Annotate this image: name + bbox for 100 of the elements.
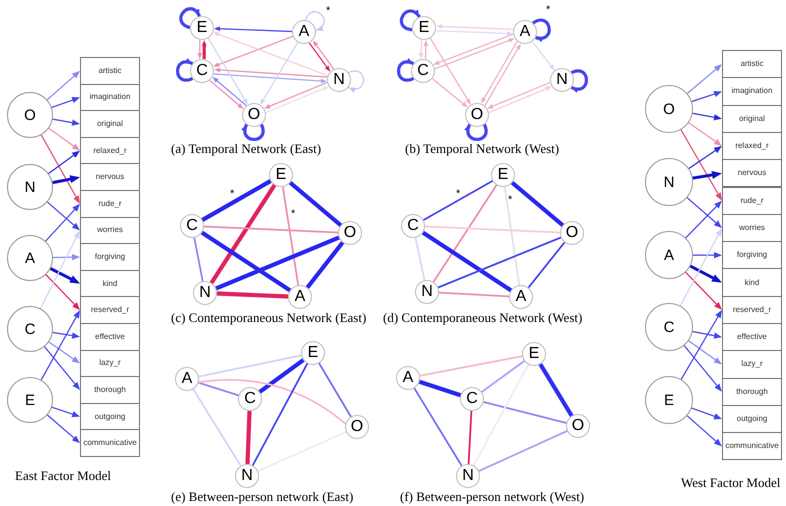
self-loop-arrow [348, 70, 364, 92]
arrow [266, 86, 328, 114]
self-loop-arrow [570, 69, 588, 92]
self-loop-arrow [465, 124, 488, 142]
arrow [47, 414, 80, 443]
significance-asterisk: * [508, 195, 512, 206]
indicator-box: lazy_r [80, 350, 140, 378]
arrow [436, 24, 514, 30]
indicator-box: reserved_r [80, 296, 140, 324]
self-loop-arrow [396, 59, 414, 82]
connector-line [414, 238, 426, 280]
connector-line [510, 181, 564, 227]
indicator-box: relaxed_r [722, 132, 782, 160]
indicator-box: rude_r [80, 190, 140, 218]
arrow [214, 68, 328, 78]
arrow [197, 40, 202, 58]
indicator-box: rude_r [722, 186, 782, 215]
indicator-box: kind [722, 268, 782, 297]
significance-asterisk: * [326, 6, 330, 17]
arrow [260, 42, 298, 104]
connector-line [193, 238, 204, 282]
arrow [680, 228, 722, 306]
connector-line [481, 360, 525, 393]
indicator-box: effective [722, 323, 782, 352]
panel-caption: (f) Between-person network (West) [400, 489, 584, 504]
arrow [680, 310, 722, 380]
arrow [692, 170, 722, 180]
arrow [40, 230, 80, 309]
arrow [488, 82, 550, 109]
self-loop-arrow [242, 124, 265, 142]
panel-caption: (d) Contemporaneous Network (West) [383, 310, 582, 325]
arrow [45, 204, 80, 242]
indicator-box: kind [80, 270, 140, 298]
indicator-box: original [80, 110, 140, 138]
connector-line [198, 354, 302, 378]
arrow [434, 38, 514, 70]
connector-line [258, 431, 346, 472]
significance-asterisk: * [230, 189, 234, 200]
indicator-box: communicative [80, 429, 140, 457]
connector-line [422, 180, 494, 221]
arrow [436, 30, 512, 36]
arrow [48, 342, 80, 364]
indicator-box: forgiving [722, 241, 782, 270]
indicator-box: outgoing [80, 402, 140, 430]
indicator-box: reserved_r [722, 296, 782, 324]
arrow [691, 408, 722, 420]
indicator-box: outgoing [722, 404, 782, 434]
connector-line [318, 362, 352, 418]
panel-caption: (e) Between-person network (East) [171, 489, 354, 504]
connector-line [432, 184, 498, 282]
connector-line [245, 410, 252, 464]
indicator-box: relaxed_r [80, 136, 140, 164]
panel-caption: (a) Temporal Network (East) [171, 141, 322, 156]
arrow [313, 40, 334, 70]
indicator-box: thorough [80, 376, 140, 404]
arrow [693, 252, 722, 258]
indicator-box: effective [80, 323, 140, 351]
arrow [434, 34, 514, 65]
indicator-box: worries [80, 216, 140, 244]
connector-line [204, 226, 338, 234]
arrow [692, 90, 722, 102]
self-loop-arrow [304, 11, 325, 32]
arrow [532, 41, 554, 70]
connector-line [258, 358, 305, 394]
connector-line [538, 363, 574, 417]
self-loop-arrow [176, 59, 194, 82]
arrow [214, 36, 294, 67]
arrow [208, 38, 248, 104]
panel-caption: (c) Contemporaneous Network (East) [171, 310, 366, 325]
indicator-box: artistic [722, 50, 782, 78]
indicator-box: nervous [80, 163, 140, 191]
connector-line [252, 363, 308, 466]
connector-line [483, 401, 567, 424]
arrow [214, 26, 292, 32]
connector-line [414, 388, 462, 466]
indicator-box: forgiving [80, 243, 140, 271]
indicator-box: nervous [722, 159, 782, 188]
connector-line [215, 236, 340, 290]
connector-line [306, 241, 344, 289]
connector-line [472, 364, 530, 466]
arrow [688, 146, 722, 169]
connector-line [282, 186, 300, 286]
connector-line [198, 382, 239, 396]
indicator-box: artistic [80, 57, 140, 85]
arrow [48, 151, 80, 174]
connector-line [504, 186, 520, 286]
indicator-box: imagination [80, 84, 140, 112]
arrow [46, 71, 80, 100]
self-loop-arrow [179, 7, 201, 30]
arrow [52, 96, 80, 108]
connector-line [528, 242, 566, 288]
connector-line [200, 230, 292, 292]
indicator-box: worries [722, 214, 782, 242]
indicator-box: lazy_r [722, 350, 782, 379]
arrow [690, 264, 722, 283]
arrow [688, 340, 722, 364]
arrow [50, 267, 80, 284]
arrow [47, 202, 80, 230]
connector-line [422, 230, 512, 292]
arrow [680, 130, 722, 200]
